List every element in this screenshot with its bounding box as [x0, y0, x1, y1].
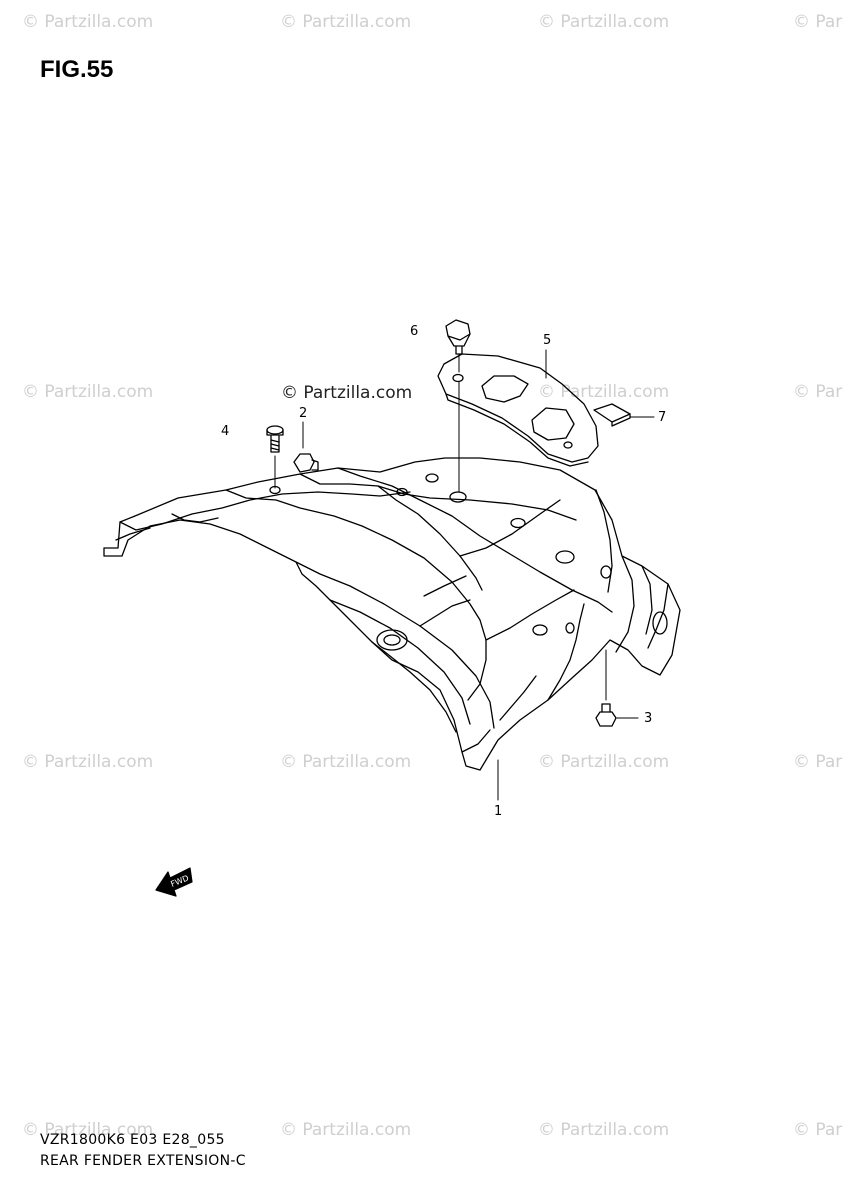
- figure-title: FIG.55: [40, 56, 114, 83]
- watermark: © Partzilla.com: [280, 752, 412, 772]
- watermark: © Partzilla.com: [280, 1120, 412, 1140]
- center-watermark: © Partzilla.com: [281, 383, 413, 403]
- pad-7-part: [593, 403, 631, 427]
- watermark: © Partzilla.com: [538, 1120, 670, 1140]
- callout-3: 3: [644, 711, 653, 726]
- screw-4-part: [266, 425, 284, 453]
- watermark: © Partzilla.com: [538, 752, 670, 772]
- bolt-6-part: [445, 319, 471, 355]
- callout-4: 4: [221, 424, 230, 439]
- callout-7: 7: [658, 410, 667, 425]
- bolt-3-part: [595, 703, 617, 727]
- forward-arrow-icon: FWD: [155, 867, 193, 897]
- callout-2: 2: [299, 406, 308, 421]
- section-name: REAR FENDER EXTENSION-C: [40, 1153, 246, 1169]
- watermark: © Par: [793, 1120, 843, 1140]
- watermark: © Par: [793, 752, 843, 772]
- bracket-part: [437, 353, 599, 467]
- model-code: VZR1800K6 E03 E28_055: [40, 1132, 225, 1148]
- watermark: © Partzilla.com: [538, 12, 670, 32]
- leader-lines: [274, 349, 655, 801]
- callout-1: 1: [494, 804, 503, 819]
- watermark: © Partzilla.com: [22, 382, 154, 402]
- callout-6: 6: [410, 324, 419, 339]
- grommet-2-part: [293, 453, 319, 473]
- watermark: © Par: [793, 382, 843, 402]
- watermark: © Partzilla.com: [538, 382, 670, 402]
- watermark: © Partzilla.com: [280, 12, 412, 32]
- rear-fender-extension-part: [103, 457, 681, 771]
- callout-5: 5: [543, 333, 552, 348]
- watermark: © Partzilla.com: [22, 12, 154, 32]
- watermark: © Partzilla.com: [22, 752, 154, 772]
- watermark: © Partzilla.com: [22, 1120, 154, 1140]
- watermark: © Par: [793, 12, 843, 32]
